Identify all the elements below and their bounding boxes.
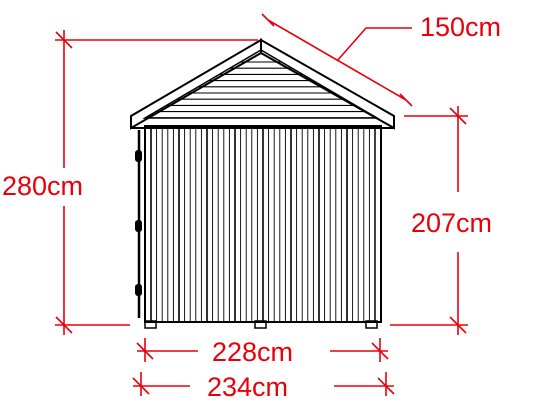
wall-height-dimension (390, 106, 468, 335)
hinge-bottom (135, 284, 142, 296)
hinge-top (135, 150, 142, 162)
roof-fascia-right (260, 38, 395, 130)
wall-height-label: 207cm (411, 208, 492, 238)
bearer-middle (254, 320, 267, 329)
total-height-label: 280cm (2, 171, 83, 201)
dimension-lines (55, 13, 468, 396)
shed-elevation (130, 38, 395, 329)
dimension-labels: 150cm 280cm 207cm 228cm 234cm (2, 12, 501, 402)
roof-slope-dimension (261, 13, 413, 107)
total-height-dimension (55, 30, 258, 335)
overall-width-label: 234cm (207, 372, 288, 402)
base-width-label: 228cm (212, 337, 293, 367)
roof-slope-label: 150cm (420, 12, 501, 42)
bearer-left (144, 320, 157, 329)
base-bearers (144, 320, 378, 329)
bearer-right (365, 320, 378, 329)
gable-panel (142, 49, 380, 119)
door-hinges (135, 130, 142, 318)
base-width-dimension (136, 338, 389, 362)
wall-planks (150, 128, 370, 321)
hinge-middle (135, 220, 142, 232)
overall-width-dimension (132, 372, 395, 396)
